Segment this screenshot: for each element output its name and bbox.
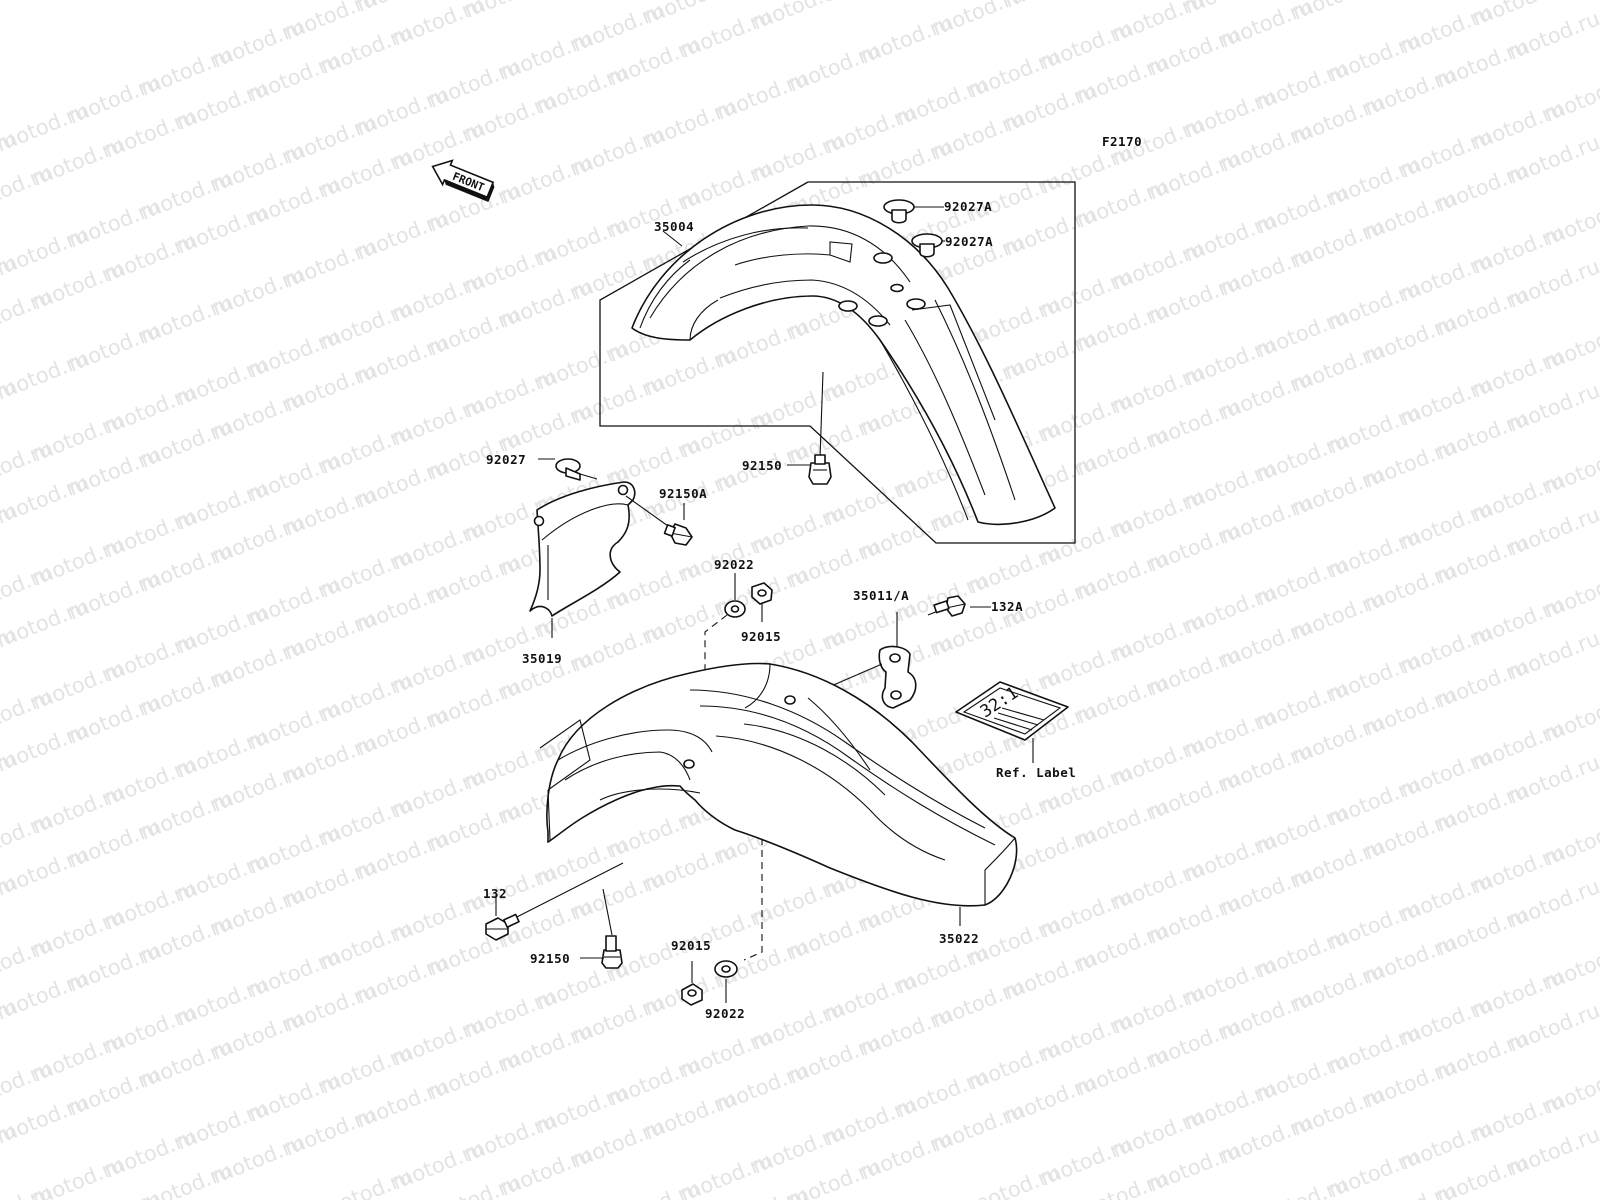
watermark-text: motod.ru (1541, 812, 1600, 870)
watermark-text: motod.ru (1541, 316, 1600, 374)
leader-lines (538, 206, 991, 959)
callout-92022-top: 92022 (714, 557, 754, 572)
watermark-text: motod.ru (1541, 192, 1600, 250)
watermark-text: motod.ru (1541, 68, 1600, 126)
rear-fender[interactable] (539, 662, 1018, 926)
watermark-text: motod.ru (1541, 1184, 1600, 1200)
bolt-92150a[interactable] (625, 495, 693, 546)
washer-92022-top[interactable] (724, 573, 746, 618)
watermark-text: motod.ru (1541, 688, 1600, 746)
callout-35022: 35022 (939, 931, 979, 946)
callout-35019: 35019 (522, 651, 562, 666)
callout-35004: 35004 (654, 219, 694, 234)
grommet-92027a-2[interactable] (911, 233, 943, 258)
watermark-text: motod.ru (1541, 1060, 1600, 1118)
callout-132: 132 (483, 886, 507, 901)
bolt-132[interactable] (485, 862, 624, 941)
callout-132a: 132A (991, 599, 1023, 614)
watermark-text: motod.ru (1541, 440, 1600, 498)
watermark-text: motod.ru (1289, 0, 1387, 25)
washer-92022-bottom[interactable] (714, 960, 738, 1003)
callout-92027: 92027 (486, 452, 526, 467)
watermark-text: motod.ru (1541, 564, 1600, 622)
callout-92150a: 92150A (659, 486, 707, 501)
ref-label-plate[interactable]: 32:1 (955, 681, 1069, 763)
watermark-text: motod.ru (821, 0, 919, 7)
watermark-text: motod.ru (1001, 0, 1099, 13)
callout-92015-top: 92015 (741, 629, 781, 644)
guard-35019[interactable] (529, 481, 636, 638)
grommet-92027[interactable] (555, 458, 598, 481)
bolt-92150-top[interactable] (808, 371, 832, 485)
front-arrow-icon: FRONT (431, 159, 495, 202)
ref-label-text: Ref. Label (996, 765, 1076, 780)
figure-code: F2170 (1102, 134, 1142, 149)
grommet-92027a-1[interactable] (883, 199, 915, 224)
watermark-text: motod.ru (461, 0, 559, 23)
callout-92027a-2: 92027A (945, 234, 993, 249)
callout-92015-bottom: 92015 (671, 938, 711, 953)
callout-92022-bottom: 92022 (705, 1006, 745, 1021)
watermark-text: motod.ru (1541, 0, 1600, 3)
nut-92015-bottom[interactable] (681, 961, 703, 1006)
watermark-text: motod.ru (1541, 936, 1600, 994)
callout-92027a-1: 92027A (944, 199, 992, 214)
nut-92015-top[interactable] (751, 582, 773, 622)
callout-35011a: 35011/A (853, 588, 909, 603)
bolt-132a[interactable] (927, 595, 966, 617)
mount-line-right (743, 706, 763, 961)
callout-92150-bottom: 92150 (530, 951, 570, 966)
front-fender-frame (599, 181, 1076, 544)
bolt-92150-bottom[interactable] (601, 888, 623, 969)
front-fender[interactable] (631, 204, 1056, 526)
callout-92150-top: 92150 (742, 458, 782, 473)
